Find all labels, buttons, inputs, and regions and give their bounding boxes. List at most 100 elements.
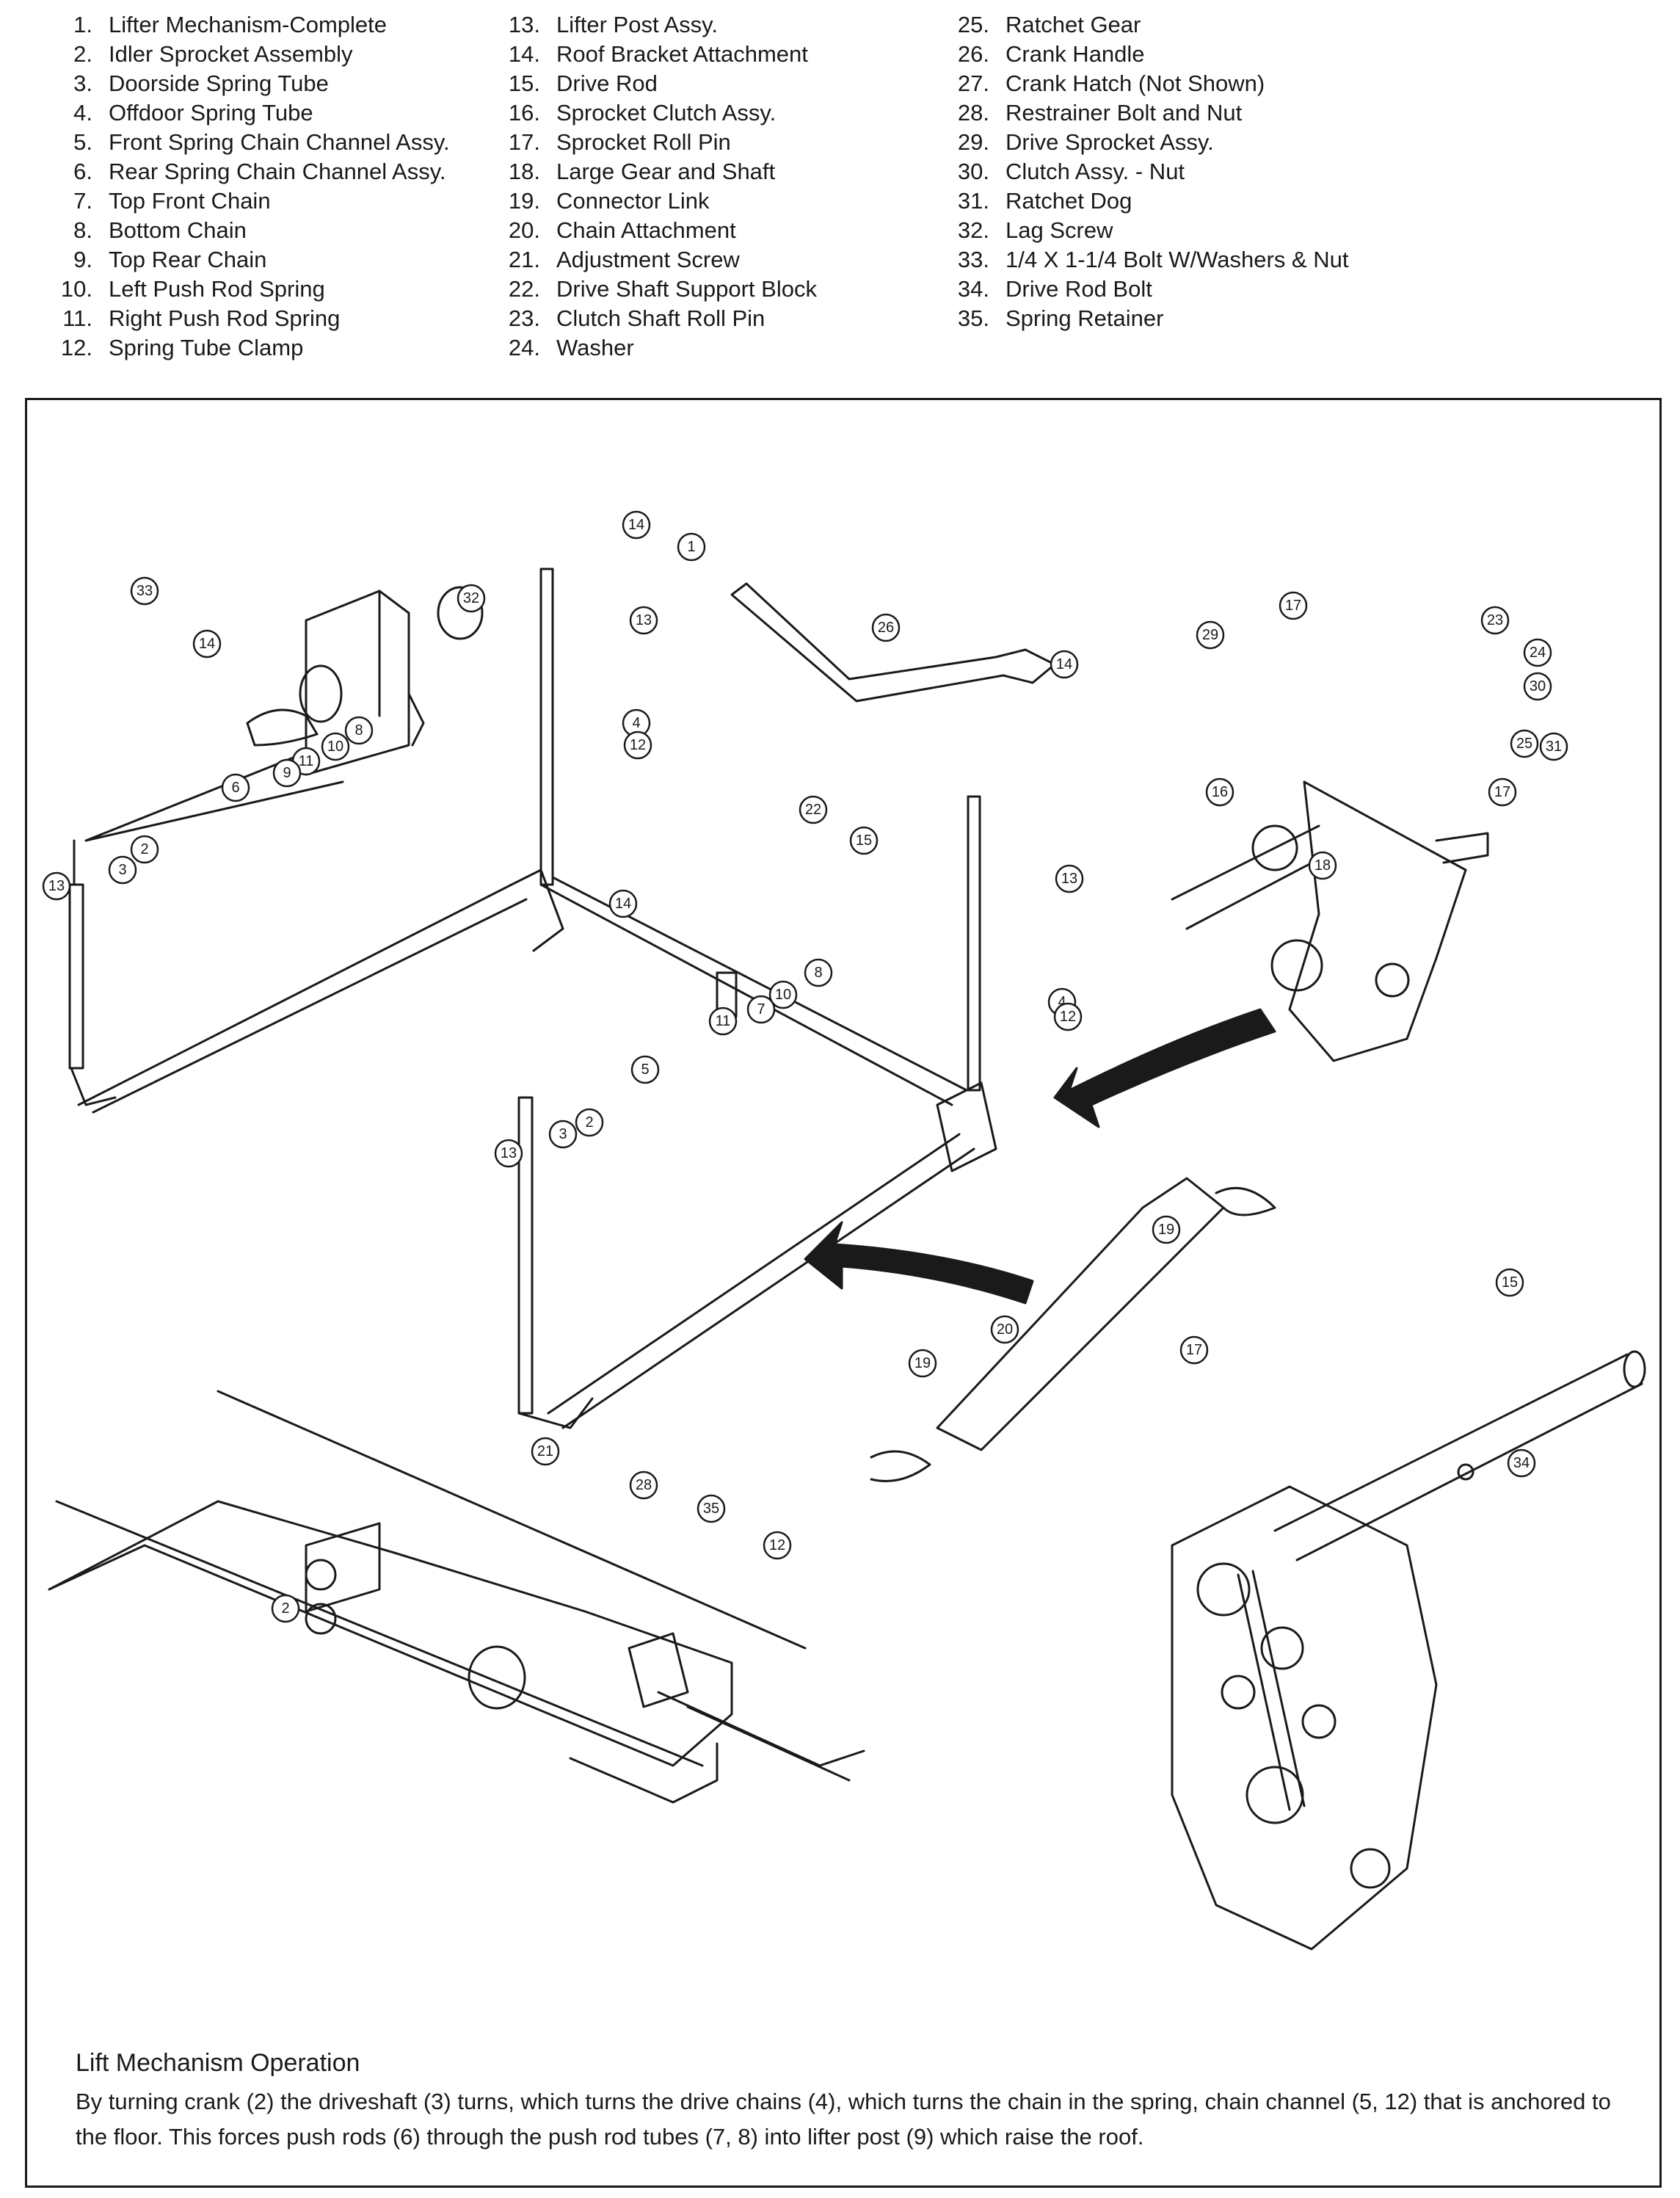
part-item: 24. Washer: [477, 333, 817, 363]
part-label: Restrainer Bolt and Nut: [1006, 100, 1243, 126]
callout-bubble: 7: [746, 995, 776, 1024]
callout-bubble: 32: [457, 584, 486, 613]
callout-circle: [1205, 777, 1234, 807]
part-number: 7.: [73, 188, 92, 214]
part-label: Adjustment Screw: [556, 247, 740, 272]
part-number: 23.: [508, 305, 540, 331]
part-item: 14.Roof Bracket Attachment: [477, 40, 817, 69]
part-label: Drive Sprocket Assy.: [1006, 129, 1214, 155]
callout-number: 13: [48, 878, 65, 894]
part-label: Front Spring Chain Channel Assy.: [109, 129, 450, 155]
callout-bubble: 26: [871, 613, 901, 642]
callout-number: 14: [628, 517, 644, 533]
callout-bubble: 15: [849, 826, 879, 855]
part-label: Lifter Mechanism-Complete: [109, 12, 388, 37]
callout-circle: [1507, 1448, 1536, 1478]
callout-circle: [575, 1108, 604, 1137]
part-item: 17.Sprocket Roll Pin: [477, 128, 817, 157]
part-item: 32.Lag Screw: [926, 216, 1348, 245]
part-number: 8.: [73, 217, 92, 243]
part-label: Sprocket Clutch Assy.: [556, 100, 777, 126]
sprocket-clutch-assembly: [1171, 780, 1489, 1062]
part-label: Right Push Rod Spring: [109, 305, 341, 331]
callout-bubble: 17: [1488, 777, 1517, 807]
callout-number: 25: [1516, 736, 1532, 752]
part-number: 6.: [73, 159, 92, 184]
callout-circle: [677, 532, 706, 562]
part-item: 7.Top Front Chain: [29, 186, 450, 216]
callout-circle: [1523, 672, 1552, 701]
part-item: 3.Doorside Spring Tube: [29, 69, 450, 98]
operation-title: Lift Mechanism Operation: [76, 2049, 360, 2077]
part-label: Ratchet Gear: [1006, 12, 1141, 37]
callout-circle: [804, 958, 833, 987]
callout-circle: [42, 871, 71, 901]
callout-number: 18: [1314, 857, 1331, 874]
callout-circle: [630, 1055, 660, 1084]
callout-circle: [192, 629, 222, 659]
part-item: 18.Large Gear and Shaft: [477, 157, 817, 186]
callout-number: 2: [281, 1600, 289, 1617]
part-label: Crank Handle: [1006, 41, 1145, 67]
callout-number: 8: [354, 722, 363, 739]
callout-number: 9: [283, 765, 291, 781]
part-item: 35.Spring Retainer: [926, 304, 1348, 333]
crank-handle: [730, 582, 1056, 703]
part-number: 14.: [508, 41, 540, 67]
part-item: 9.Top Rear Chain: [29, 245, 450, 275]
callout-bubble: 8: [804, 958, 833, 987]
part-item: 15.Drive Rod: [477, 69, 817, 98]
part-label: Lifter Post Assy.: [556, 12, 718, 37]
callout-circle: [1050, 650, 1079, 679]
callout-circle: [1539, 732, 1568, 761]
callout-bubble: 19: [908, 1349, 937, 1378]
chain-attachment-link: [870, 1177, 1276, 1482]
part-number: 27.: [957, 70, 989, 96]
callout-circle: [697, 1494, 726, 1523]
callout-number: 3: [118, 862, 126, 878]
part-label: Idler Sprocket Assembly: [109, 41, 353, 67]
callout-bubble: 19: [1152, 1215, 1181, 1244]
callout-bubble: 31: [1539, 732, 1568, 761]
callout-bubble: 17: [1279, 591, 1308, 620]
front-spring-chain-channel: [517, 1096, 975, 1429]
callout-number: 20: [997, 1321, 1013, 1338]
part-item: 22.Drive Shaft Support Block: [477, 275, 817, 304]
rear-spring-chain-channel: [77, 868, 564, 1114]
drive-sprocket-plate: [1171, 1485, 1438, 1951]
callout-number: 15: [856, 833, 872, 849]
part-item: 29.Drive Sprocket Assy.: [926, 128, 1348, 157]
part-number: 15.: [508, 70, 540, 96]
callout-number: 13: [501, 1145, 517, 1161]
part-item: 12. Spring Tube Clamp: [29, 333, 450, 363]
callout-number: 7: [757, 1001, 765, 1018]
callout-circle: [623, 730, 652, 760]
part-number: 24.: [508, 335, 540, 360]
callout-number: 12: [1060, 1009, 1076, 1025]
callout-circle: [746, 995, 776, 1024]
callout-number: 4: [632, 715, 640, 731]
part-number: 12.: [60, 335, 92, 360]
callout-bubble: 14: [192, 629, 222, 659]
part-item: 11.Right Push Rod Spring: [29, 304, 450, 333]
callout-number: 5: [641, 1062, 649, 1078]
callout-circle: [1523, 638, 1552, 667]
operation-description: By turning crank (2) the driveshaft (3) …: [76, 2089, 1611, 2150]
callout-circle: [1152, 1215, 1181, 1244]
part-item: 16.Sprocket Clutch Assy.: [477, 98, 817, 128]
callout-bubble: 12: [1053, 1002, 1083, 1031]
callout-number: 34: [1513, 1455, 1530, 1471]
callout-bubble: 17: [1179, 1335, 1209, 1365]
callout-circle: [1196, 620, 1225, 650]
part-label: Rear Spring Chain Channel Assy.: [109, 159, 446, 184]
callout-number: 13: [1061, 871, 1077, 887]
callout-circle: [272, 758, 302, 788]
part-label: Washer: [556, 335, 634, 360]
part-number: 5.: [73, 129, 92, 155]
exploded-view-drawing: 1413233141326172329243025311716181441281…: [42, 510, 1646, 1951]
right-lifter-post: [936, 795, 997, 1172]
callout-number: 15: [1502, 1274, 1518, 1291]
callout-circle: [548, 1120, 578, 1149]
part-item: 20.Chain Attachment: [477, 216, 817, 245]
part-label: Spring Tube Clamp: [109, 335, 304, 360]
